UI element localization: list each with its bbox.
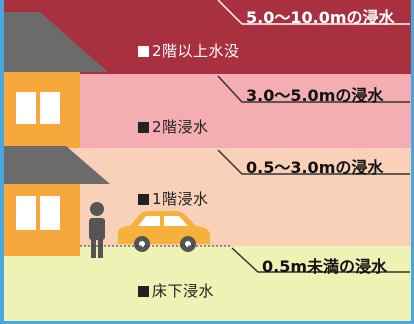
frame-border-bottom (0, 321, 414, 324)
callout-4 (231, 247, 410, 273)
callout-1 (217, 0, 410, 25)
depth-label-under-05m: 0.5m未満の浸水 (262, 257, 388, 276)
lower-roof (0, 146, 110, 184)
frame-border-right (411, 0, 414, 324)
frame-border-left (0, 0, 4, 324)
callout-3 (217, 149, 410, 175)
person-figure (89, 202, 105, 258)
level-label-2f-submerged: 2階以上水没 (138, 40, 240, 61)
depth-label-05-3m: 0.5～3.0mの浸水 (246, 158, 384, 177)
upper-roof (0, 12, 108, 72)
level-label-2f-flood: 2階浸水 (138, 116, 209, 137)
level-label-1f-flood: 1階浸水 (138, 188, 209, 209)
band-under-05m (0, 246, 414, 324)
depth-label-3-5m: 3.0～5.0mの浸水 (246, 86, 384, 105)
callout-2 (217, 75, 410, 103)
level-label-underfloor: 床下浸水 (138, 280, 214, 301)
depth-label-5-10m: 5.0～10.0mの浸水 (246, 8, 395, 27)
car-figure (118, 211, 210, 252)
